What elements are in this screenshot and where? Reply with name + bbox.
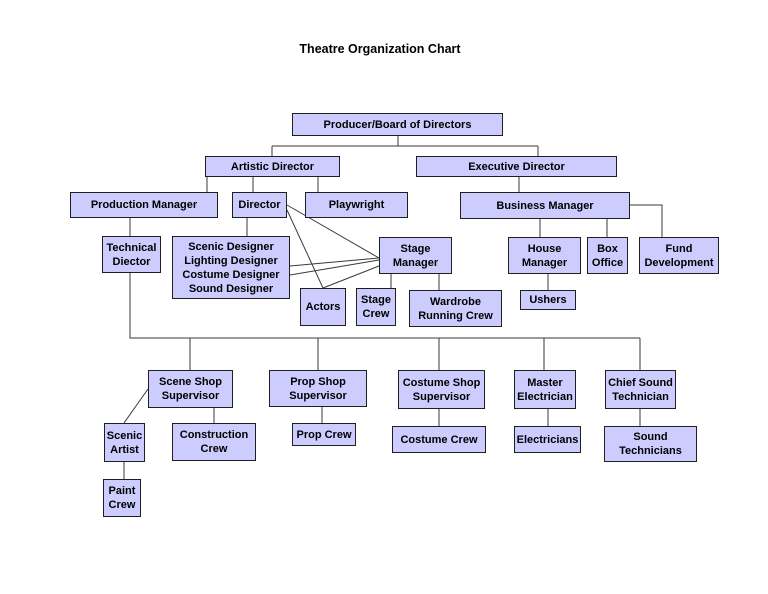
prop-crew-box: Prop Crew	[292, 423, 356, 446]
connector	[129, 273, 640, 339]
scenic-artist-box: Scenic Artist	[104, 423, 145, 462]
chart-title: Theatre Organization Chart	[299, 42, 461, 56]
stage-manager-box: Stage Manager	[379, 237, 452, 274]
stage-crew-box: Stage Crew	[356, 288, 396, 326]
prop-shop-supervisor-box: Prop Shop Supervisor	[269, 370, 367, 407]
connector	[289, 257, 380, 267]
sound-technicians-box: Sound Technicians	[604, 426, 697, 462]
connector	[289, 259, 380, 276]
connector	[286, 204, 380, 259]
scene-shop-supervisor-box: Scene Shop Supervisor	[148, 370, 233, 408]
business-manager-box: Business Manager	[460, 192, 630, 219]
connector	[630, 204, 663, 237]
producer-box: Producer/Board of Directors	[292, 113, 503, 136]
director-box: Director	[232, 192, 287, 218]
fund-development-box: Fund Development	[639, 237, 719, 274]
costume-shop-supervisor-box: Costume Shop Supervisor	[398, 370, 485, 409]
executive-director-box: Executive Director	[416, 156, 617, 177]
chief-sound-technician-box: Chief Sound Technician	[605, 370, 676, 409]
connector	[286, 209, 324, 289]
connector	[123, 388, 149, 424]
production-manager-box: Production Manager	[70, 192, 218, 218]
actors-box: Actors	[300, 288, 346, 326]
technical-director-box: Technical Diector	[102, 236, 161, 273]
artistic-director-box: Artistic Director	[205, 156, 340, 177]
construction-crew-box: Construction Crew	[172, 423, 256, 461]
paint-crew-box: Paint Crew	[103, 479, 141, 517]
master-electrician-box: Master Electrician	[514, 370, 576, 409]
costume-crew-box: Costume Crew	[392, 426, 486, 453]
playwright-box: Playwright	[305, 192, 408, 218]
electricians-box: Electricians	[514, 426, 581, 453]
ushers-box: Ushers	[520, 290, 576, 310]
box-office-box: Box Office	[587, 237, 628, 274]
connector	[322, 265, 380, 289]
house-manager-box: House Manager	[508, 237, 581, 274]
designers-box: Scenic Designer Lighting Designer Costum…	[172, 236, 290, 299]
wardrobe-running-crew-box: Wardrobe Running Crew	[409, 290, 502, 327]
